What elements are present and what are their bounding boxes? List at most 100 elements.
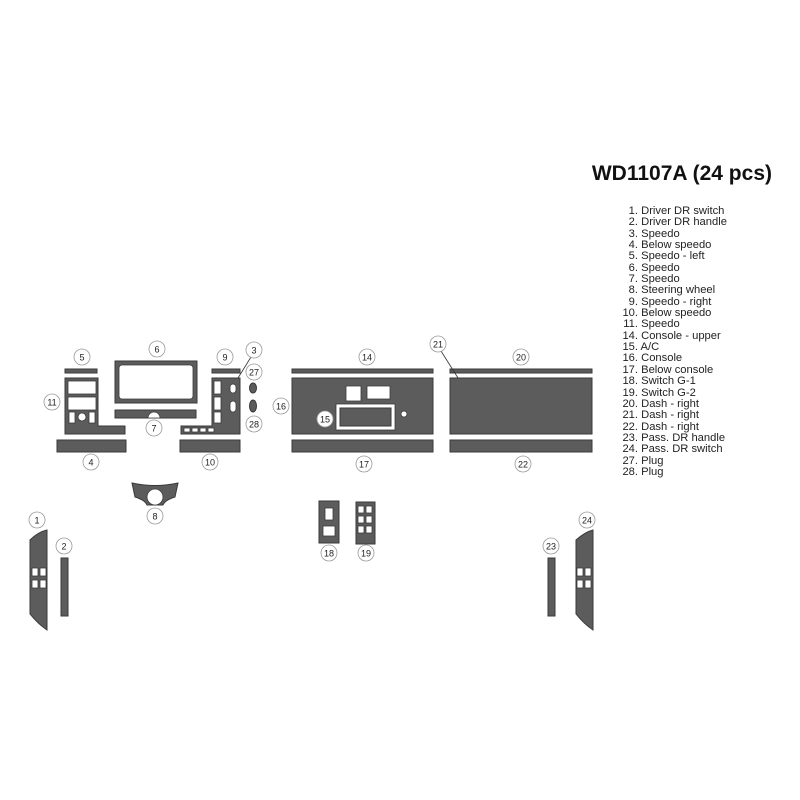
callout-circle [145, 419, 163, 437]
legend-label: Plug [641, 465, 664, 478]
legend-label: A/C [640, 341, 660, 354]
callout-circle [357, 544, 375, 562]
legend-item: 27. Plug [600, 454, 727, 467]
legend-number: 22. [622, 420, 638, 433]
legend-label: Console [641, 352, 683, 365]
callout-number: 27 [249, 368, 259, 378]
callout-number: 7 [151, 424, 156, 434]
part-6-speedo [114, 360, 198, 404]
part-3-speedo [180, 377, 241, 435]
callout-number: 11 [47, 398, 56, 408]
callout-18: 18 [320, 544, 338, 562]
callout-circle [316, 410, 334, 428]
legend-item: 14. Console - upper [600, 329, 727, 342]
part-5-speedo-left [64, 368, 98, 374]
callout-circle [146, 507, 164, 525]
legend-item: 20. Dash - right [600, 397, 727, 410]
legend-number: 20. [622, 397, 638, 410]
legend-number: 6. [628, 261, 638, 274]
legend-number: 28. [622, 465, 638, 478]
leader-line-21 [440, 350, 459, 379]
legend-number: 18. [622, 375, 638, 388]
callout-9: 9 [216, 348, 234, 366]
part-23-pass-dr-handle [547, 557, 556, 617]
part-9-speedo-right [211, 368, 241, 374]
callout-28: 28 [245, 415, 263, 433]
callout-7: 7 [145, 419, 163, 437]
callout-20: 20 [512, 348, 530, 366]
callout-27: 27 [245, 363, 263, 381]
legend-item: 9. Speedo - right [600, 295, 727, 308]
callout-number: 24 [582, 516, 592, 526]
callout-number: 4 [88, 458, 93, 468]
legend-number: 3. [628, 227, 638, 240]
legend-item: 1. Driver DR switch [600, 205, 727, 217]
part-27-plug [249, 382, 257, 394]
callout-3: 3 [245, 341, 263, 359]
callout-circle [55, 537, 73, 555]
part-22-dash-right [449, 439, 593, 453]
legend-label: Pass. DR switch [641, 443, 723, 456]
legend-label: Below speedo [641, 239, 712, 252]
callout-number: 20 [516, 353, 526, 363]
callout-number: 17 [359, 460, 369, 470]
legend-label: Plug [641, 454, 664, 467]
callout-15: 15 [316, 410, 334, 428]
part-2-driver-dr-handle [60, 557, 69, 617]
callout-number: 1 [34, 516, 39, 526]
callout-number: 8 [152, 512, 157, 522]
legend-label: Dash - right [641, 420, 699, 433]
part-10-below-speedo [179, 439, 241, 453]
legend-item: 8. Steering wheel [600, 285, 727, 297]
callout-circle [73, 348, 91, 366]
legend-number: 19. [622, 386, 638, 399]
legend-item: 16. Console [600, 352, 727, 365]
legend-number: 5. [628, 250, 638, 263]
callout-14: 14 [358, 348, 376, 366]
legend-label: Switch G-1 [641, 375, 696, 388]
callout-17: 17 [355, 455, 373, 473]
callout-21: 21 [429, 335, 447, 353]
legend-item: 7. Speedo [600, 273, 727, 286]
callout-circle [43, 393, 61, 411]
callout-10: 10 [201, 453, 219, 471]
legend-label: Speedo - right [641, 295, 712, 308]
part-7-speedo [114, 409, 197, 419]
part-1-driver-dr-switch [29, 529, 48, 631]
callout-number: 3 [251, 346, 256, 356]
legend-item: 4. Below speedo [600, 239, 727, 252]
callout-number: 28 [249, 420, 259, 430]
callout-24: 24 [578, 511, 596, 529]
legend-label: Dash - right [641, 409, 699, 422]
callout-number: 10 [205, 458, 215, 468]
legend-label: Console - upper [641, 329, 721, 342]
legend-label: Speedo [641, 261, 680, 274]
leader-line-3 [237, 356, 252, 379]
callout-number: 5 [79, 353, 84, 363]
callout-2: 2 [55, 537, 73, 555]
callout-19: 19 [357, 544, 375, 562]
callout-22: 22 [514, 455, 532, 473]
kit-title: WD1107A (24 pcs) [591, 162, 772, 185]
legend-number: 23. [622, 431, 638, 444]
legend-item: 10. Below speedo [600, 307, 727, 319]
callout-circle [148, 340, 166, 358]
legend-number: 21. [622, 409, 638, 422]
part-8-steering-wheel [131, 482, 179, 506]
callout-number: 9 [222, 353, 227, 363]
callout-circle [542, 537, 560, 555]
callout-circle [578, 511, 596, 529]
callout-number: 18 [324, 549, 334, 559]
legend-label: Speedo [641, 273, 680, 286]
legend-label: Driver DR switch [641, 205, 725, 217]
legend-item: 15. A/C [600, 341, 727, 354]
legend-number: 2. [628, 216, 638, 229]
legend-label: Driver DR handle [641, 216, 727, 229]
legend-number: 24. [622, 443, 638, 456]
legend-label: Pass. DR handle [641, 431, 726, 444]
part-11-speedo [64, 377, 126, 435]
callout-number: 2 [61, 542, 66, 552]
